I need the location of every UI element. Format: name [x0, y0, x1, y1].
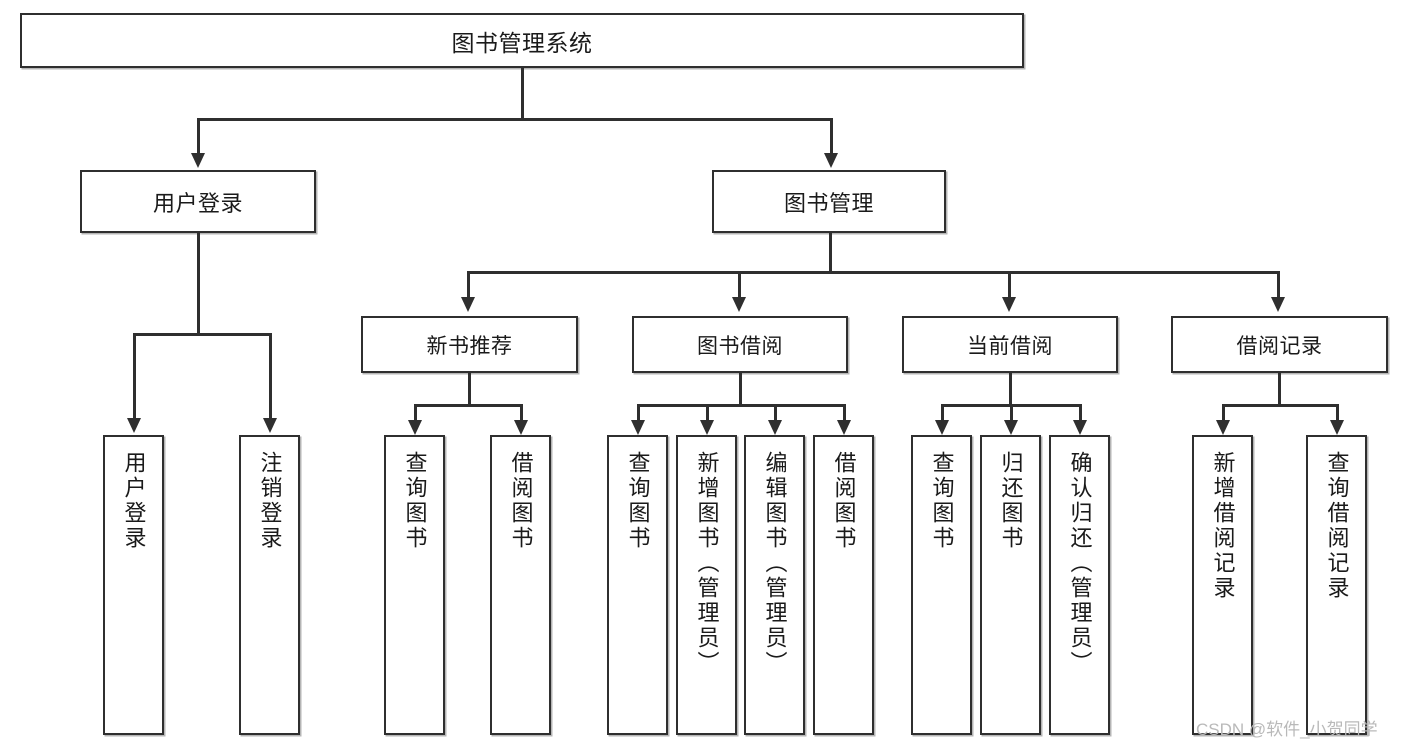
connector-user-login-stem: [197, 233, 200, 335]
arrow-root-to-user-login: [191, 153, 205, 168]
connector-current-borrow-leaf-3: [1079, 404, 1082, 422]
connector-new-book-bus: [414, 404, 522, 407]
arrow-current-borrow-leaf-1: [935, 420, 949, 435]
connector-to-borrow-record: [1277, 271, 1280, 299]
leaf-query-book-recommend[interactable]: 查询图书: [384, 435, 445, 735]
arrow-user-login-leaf-2: [263, 418, 277, 433]
connector-borrow-record-leaf-2: [1336, 404, 1339, 422]
connector-to-new-book: [467, 271, 470, 299]
arrow-book-borrow-leaf-2: [700, 420, 714, 435]
connector-current-borrow-leaf-2: [1010, 404, 1013, 422]
connector-user-login-leaf-1: [133, 333, 136, 420]
leaf-add-borrow-record[interactable]: 新增借阅记录: [1192, 435, 1253, 735]
leaf-return-book[interactable]: 归还图书: [980, 435, 1041, 735]
node-label: 归还图书: [998, 451, 1024, 551]
node-current-borrow[interactable]: 当前借阅: [902, 316, 1118, 373]
node-label: 新增图书（管理员）: [694, 451, 720, 676]
arrow-to-current-borrow: [1002, 297, 1016, 312]
connector-new-book-leaf-1: [414, 404, 417, 422]
node-root-system[interactable]: 图书管理系统: [20, 13, 1024, 68]
connector-to-book-borrow: [738, 271, 741, 299]
connector-book-manage-stem: [829, 233, 832, 273]
connector-book-manage-bus: [467, 271, 1279, 274]
node-label: 当前借阅: [967, 334, 1053, 358]
node-label: 图书管理系统: [451, 29, 593, 56]
node-label: 用户登录: [152, 190, 243, 216]
connector-current-borrow-leaf-1: [941, 404, 944, 422]
node-label: 借阅图书: [508, 451, 534, 551]
connector-user-login-leaf-2: [269, 333, 272, 420]
connector-to-current-borrow: [1008, 271, 1011, 299]
connector-root-stem: [521, 68, 524, 120]
connector-book-borrow-leaf-1: [637, 404, 640, 422]
node-label: 查询图书: [929, 451, 955, 551]
leaf-logout[interactable]: 注销登录: [239, 435, 300, 735]
node-label: 查询图书: [625, 451, 651, 551]
arrow-borrow-record-leaf-2: [1330, 420, 1344, 435]
node-new-book-recommend[interactable]: 新书推荐: [361, 316, 578, 373]
node-label: 图书管理: [783, 190, 874, 216]
arrow-current-borrow-leaf-3: [1073, 420, 1087, 435]
connector-root-bus: [197, 118, 833, 121]
arrow-book-borrow-leaf-4: [837, 420, 851, 435]
node-label: 编辑图书（管理员）: [762, 451, 788, 676]
connector-new-book-stem: [468, 373, 471, 406]
node-label: 用户登录: [121, 451, 147, 551]
leaf-query-borrow-record[interactable]: 查询借阅记录: [1306, 435, 1367, 735]
connector-user-login-bus: [133, 333, 271, 336]
connector-current-borrow-stem: [1009, 373, 1012, 406]
arrow-new-book-leaf-2: [514, 420, 528, 435]
connector-book-borrow-bus: [637, 404, 845, 407]
leaf-edit-book-admin[interactable]: 编辑图书（管理员）: [744, 435, 805, 735]
node-book-borrow[interactable]: 图书借阅: [632, 316, 848, 373]
leaf-query-book-borrow[interactable]: 查询图书: [607, 435, 668, 735]
leaf-borrow-book[interactable]: 借阅图书: [813, 435, 874, 735]
connector-new-book-leaf-2: [520, 404, 523, 422]
arrow-to-borrow-record: [1271, 297, 1285, 312]
connector-root-to-user-login: [197, 118, 200, 155]
node-borrow-record[interactable]: 借阅记录: [1171, 316, 1388, 373]
leaf-query-book-current[interactable]: 查询图书: [911, 435, 972, 735]
node-user-login[interactable]: 用户登录: [80, 170, 316, 233]
leaf-confirm-return-admin[interactable]: 确认归还（管理员）: [1049, 435, 1110, 735]
leaf-borrow-book-recommend[interactable]: 借阅图书: [490, 435, 551, 735]
arrow-to-book-borrow: [732, 297, 746, 312]
node-label: 新书推荐: [426, 334, 513, 358]
node-label: 借阅图书: [831, 451, 857, 551]
connector-book-borrow-leaf-4: [843, 404, 846, 422]
arrow-new-book-leaf-1: [408, 420, 422, 435]
leaf-user-login[interactable]: 用户登录: [103, 435, 164, 735]
connector-borrow-record-bus: [1222, 404, 1338, 407]
connector-root-to-book-manage: [830, 118, 833, 155]
node-label: 新增借阅记录: [1210, 451, 1236, 601]
arrow-book-borrow-leaf-3: [768, 420, 782, 435]
connector-borrow-record-stem: [1278, 373, 1281, 406]
arrow-user-login-leaf-1: [127, 418, 141, 433]
arrow-borrow-record-leaf-1: [1216, 420, 1230, 435]
connector-book-borrow-leaf-2: [706, 404, 709, 422]
arrow-to-new-book: [461, 297, 475, 312]
node-label: 借阅记录: [1236, 334, 1323, 358]
connector-book-borrow-leaf-3: [774, 404, 777, 422]
node-label: 确认归还（管理员）: [1067, 451, 1093, 676]
arrow-book-borrow-leaf-1: [631, 420, 645, 435]
node-label: 注销登录: [257, 451, 283, 551]
arrow-current-borrow-leaf-2: [1004, 420, 1018, 435]
node-label: 查询借阅记录: [1324, 451, 1350, 601]
leaf-add-book-admin[interactable]: 新增图书（管理员）: [676, 435, 737, 735]
node-book-manage[interactable]: 图书管理: [712, 170, 946, 233]
connector-book-borrow-stem: [739, 373, 742, 406]
connector-borrow-record-leaf-1: [1222, 404, 1225, 422]
node-label: 查询图书: [402, 451, 428, 551]
arrow-root-to-book-manage: [824, 153, 838, 168]
node-label: 图书借阅: [697, 334, 783, 358]
